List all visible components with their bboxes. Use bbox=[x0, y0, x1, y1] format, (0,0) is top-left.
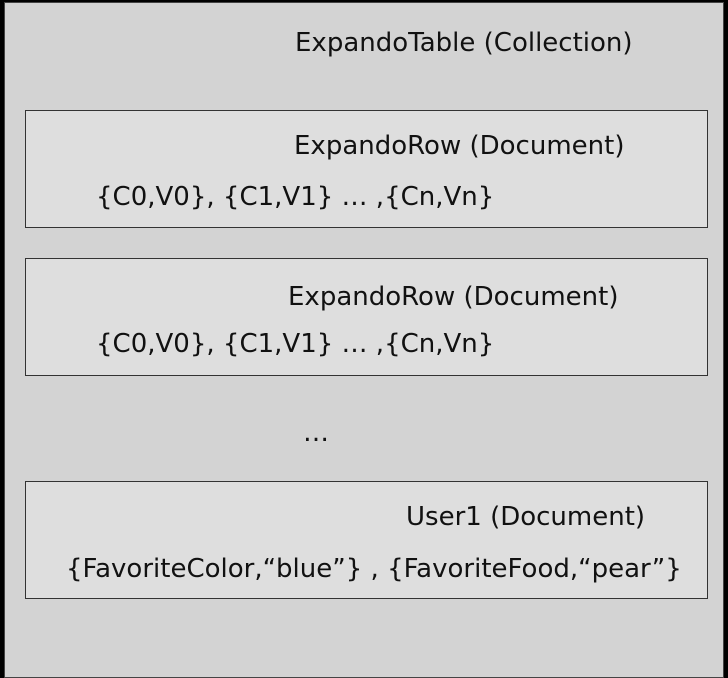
document-box: ExpandoRow (Document) {C0,V0}, {C1,V1} …… bbox=[25, 258, 708, 376]
document-fields: {C0,V0}, {C1,V1} … ,{Cn,Vn} bbox=[96, 329, 495, 359]
document-fields: {FavoriteColor,“blue”} , {FavoriteFood,“… bbox=[66, 554, 682, 584]
document-title: ExpandoRow (Document) bbox=[294, 131, 625, 161]
document-box: User1 (Document) {FavoriteColor,“blue”} … bbox=[25, 481, 708, 599]
collection-title: ExpandoTable (Collection) bbox=[295, 28, 633, 58]
document-box: ExpandoRow (Document) {C0,V0}, {C1,V1} …… bbox=[25, 110, 708, 228]
document-title: ExpandoRow (Document) bbox=[288, 282, 619, 312]
more-documents-ellipsis: … bbox=[303, 418, 329, 448]
document-fields: {C0,V0}, {C1,V1} … ,{Cn,Vn} bbox=[96, 182, 495, 212]
collection-box: ExpandoTable (Collection) ExpandoRow (Do… bbox=[4, 2, 724, 678]
document-title: User1 (Document) bbox=[406, 502, 646, 532]
